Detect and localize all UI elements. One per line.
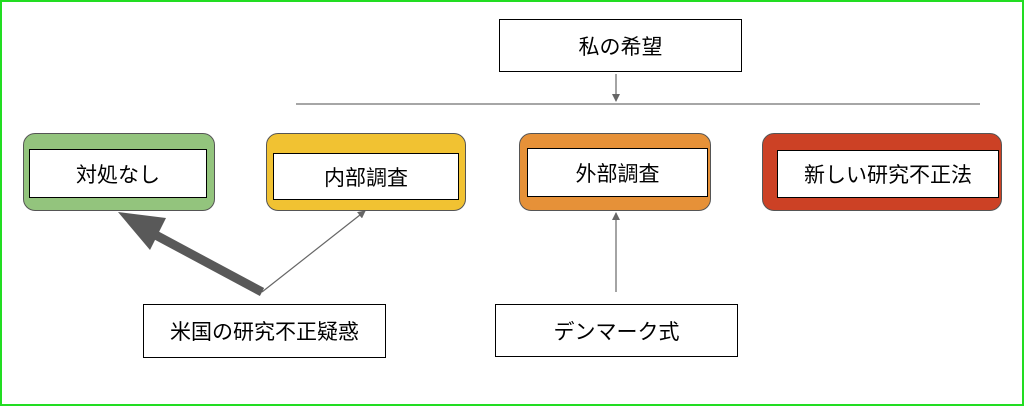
- source-box-us: 米国の研究不正疑惑: [143, 304, 386, 358]
- source-label-denmark: デンマーク式: [553, 319, 680, 344]
- top-box-label: 私の希望: [578, 34, 663, 59]
- source-label-us: 米国の研究不正疑惑: [170, 320, 359, 344]
- option-label-internal: 内部調査: [324, 165, 408, 190]
- source-box-denmark: デンマーク式: [495, 304, 738, 357]
- option-label-external: 外部調査: [575, 161, 660, 186]
- bold-arrow-head: [118, 212, 166, 250]
- top-box: 私の希望: [499, 19, 742, 72]
- option-box-internal: 内部調査: [273, 153, 459, 200]
- option-label-new-law: 新しい研究不正法: [804, 163, 972, 187]
- arrow-to-internal: [261, 210, 366, 293]
- option-box-external: 外部調査: [527, 148, 708, 197]
- option-box-none: 対処なし: [29, 149, 207, 198]
- bold-arrow-shaft: [147, 228, 265, 296]
- option-label-none: 対処なし: [76, 162, 160, 187]
- option-box-new-law: 新しい研究不正法: [777, 150, 999, 198]
